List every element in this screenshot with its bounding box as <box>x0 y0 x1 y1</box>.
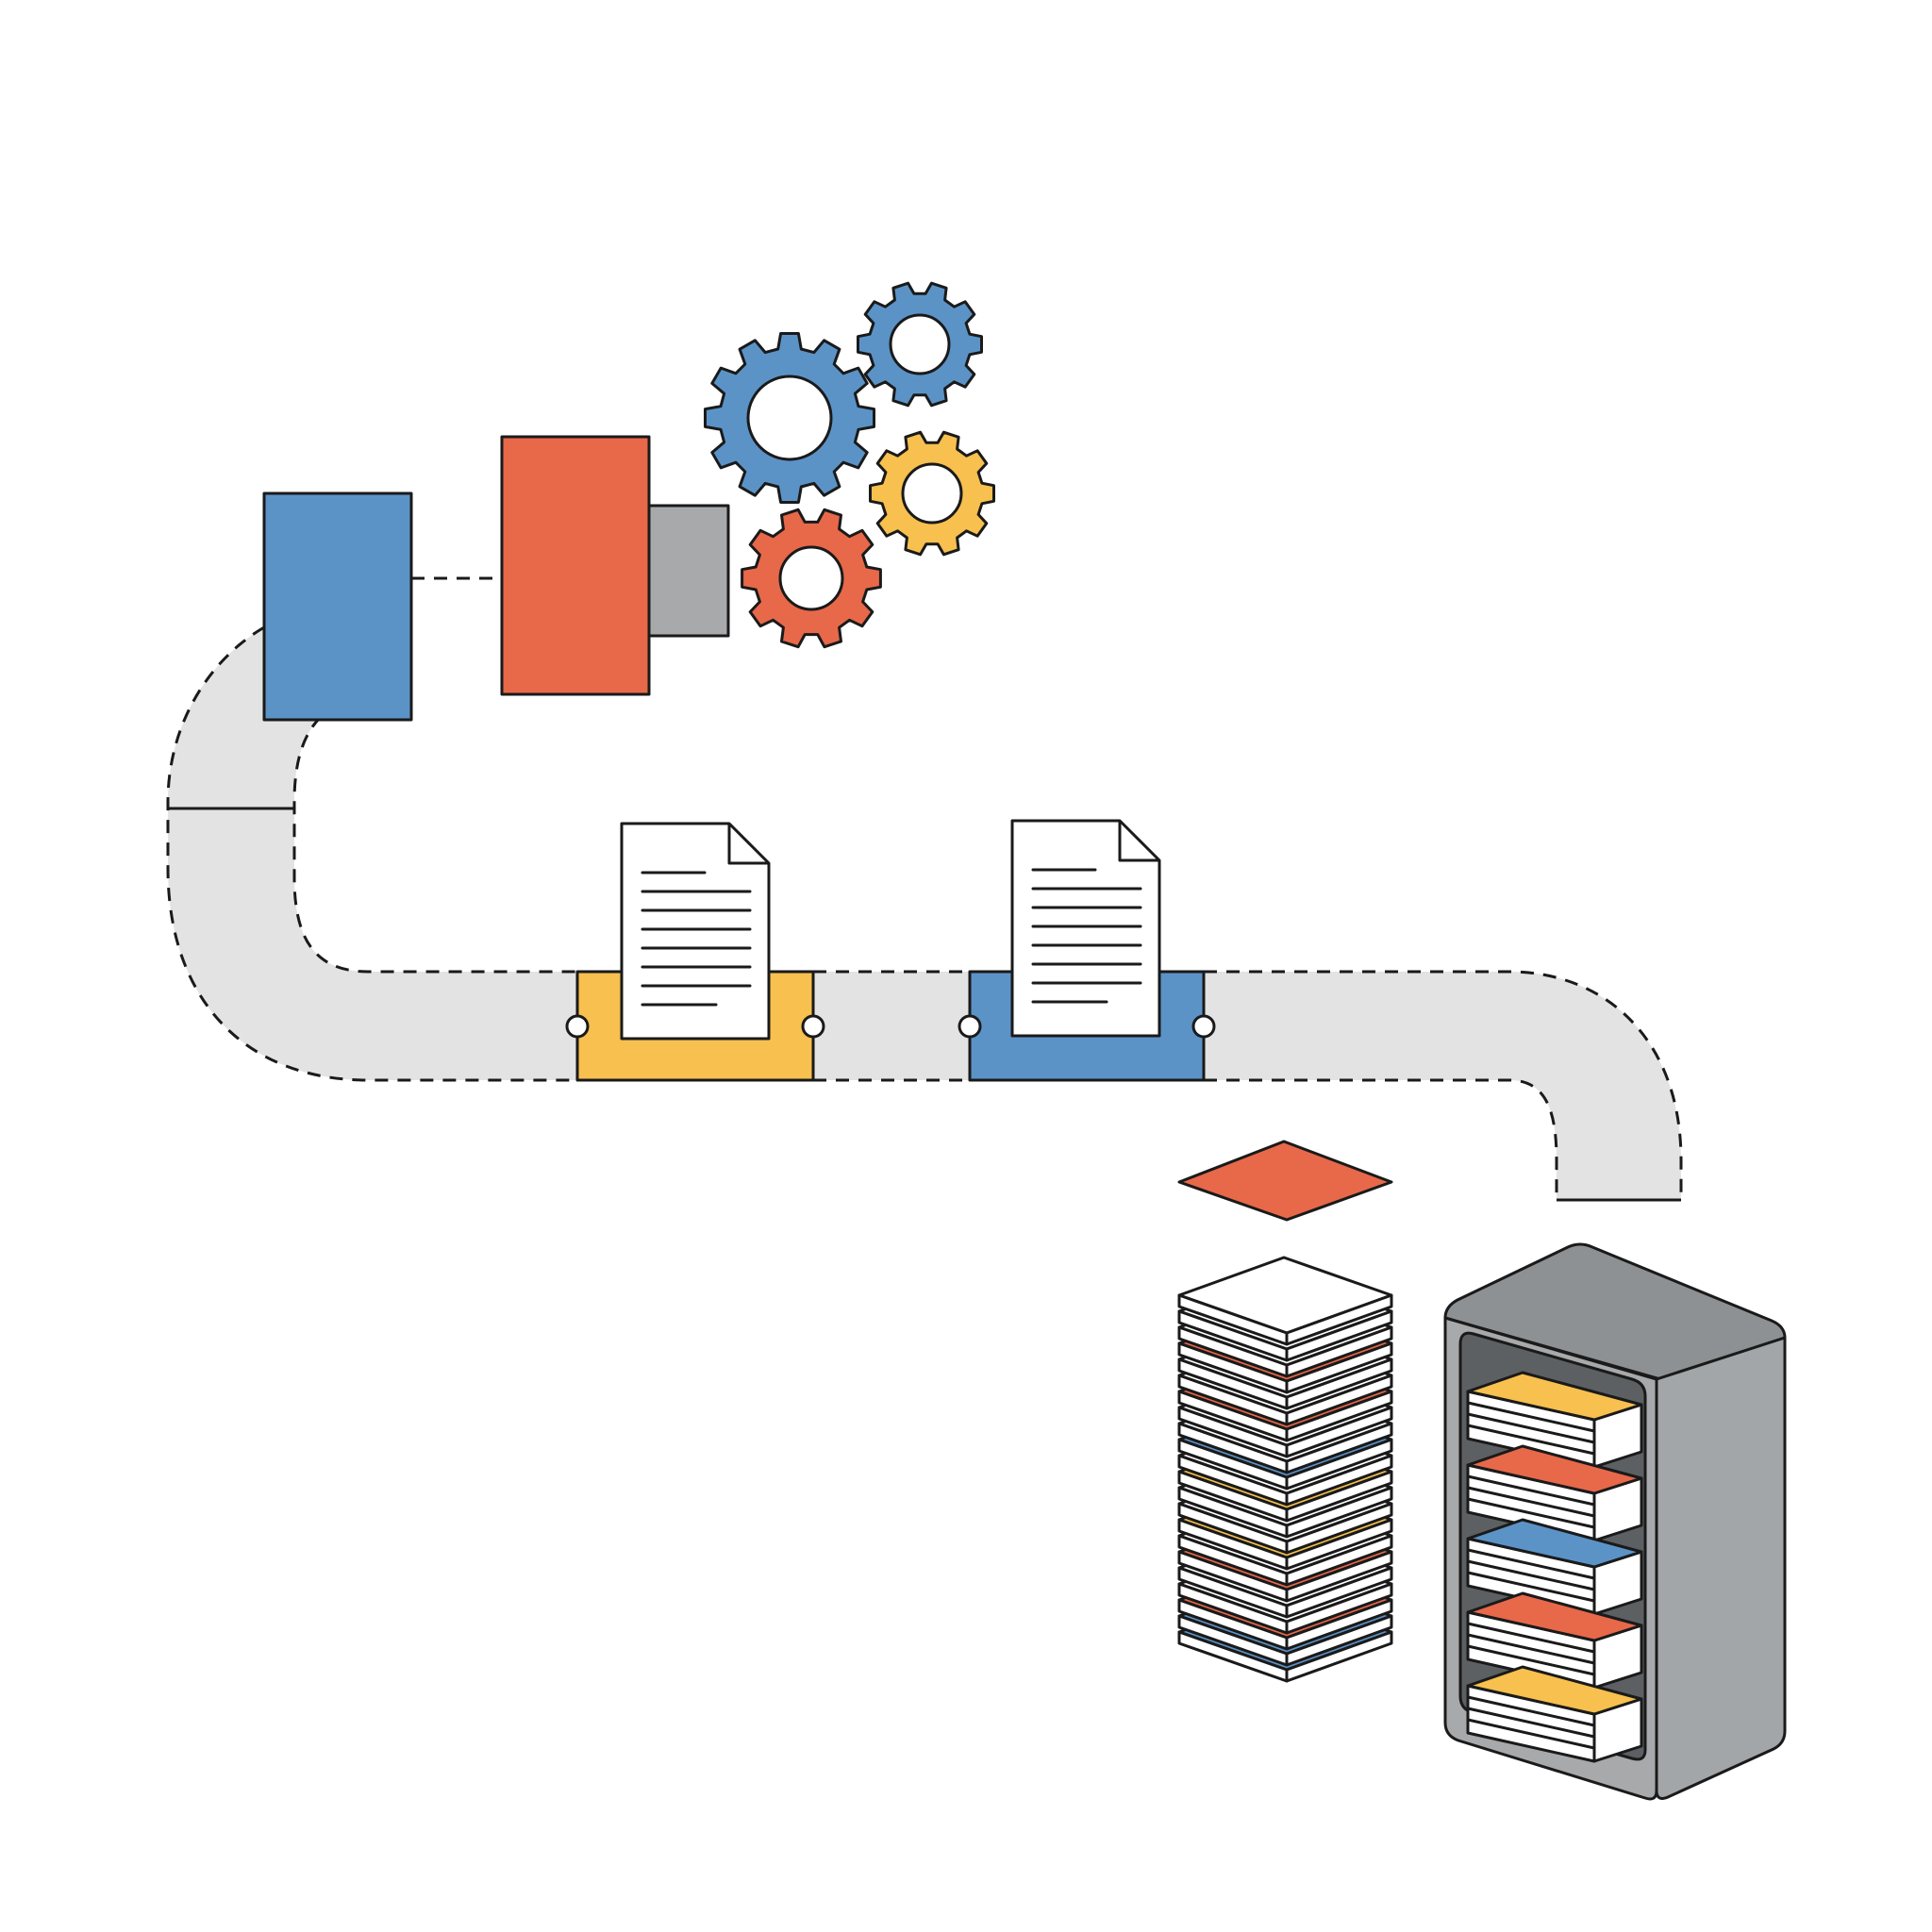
gear-icon <box>869 430 995 557</box>
shelf-paper-line <box>1467 1497 1595 1529</box>
shelf-paper-line <box>1467 1548 1595 1580</box>
station-yellow <box>565 822 825 1082</box>
stack-sheet-right-edge <box>1285 1550 1393 1603</box>
stack-sheet-right-edge <box>1285 1438 1393 1491</box>
stack-sheet-right-edge <box>1285 1293 1393 1346</box>
shelf-paper-line <box>1467 1412 1595 1444</box>
storage-cabinet-icon <box>1443 1242 1787 1801</box>
conveyor-band-fill <box>168 627 1681 1200</box>
paper-stack-icon <box>1177 1140 1393 1683</box>
stack-sheet-right-edge <box>1285 1470 1393 1523</box>
gear-icon <box>741 508 882 649</box>
stack-sheet-right-edge <box>1285 1614 1393 1667</box>
stack-sheet-right-edge <box>1285 1374 1393 1426</box>
stack-sheet-right-edge <box>1285 1630 1393 1683</box>
document-fold <box>727 824 769 865</box>
gear-icon <box>704 332 875 504</box>
shelf-paper-top <box>1466 1665 1643 1716</box>
station-bolt-right <box>801 1014 825 1039</box>
shelf-paper-line <box>1467 1695 1595 1727</box>
shelf-paper-line <box>1467 1622 1595 1654</box>
document-fold <box>1118 821 1159 862</box>
red-processing-block <box>500 435 651 696</box>
stack-sheet-right-edge <box>1285 1582 1393 1635</box>
conveyor-outer-edge <box>166 625 577 1082</box>
cabinet-shelf <box>1466 1518 1643 1616</box>
shelf-paper-line <box>1467 1707 1595 1739</box>
stack-sheet-right-edge <box>1285 1598 1393 1651</box>
cabinet-shelf <box>1466 1444 1643 1542</box>
station-bolt-left <box>565 1014 590 1039</box>
document-sheet <box>620 822 771 1041</box>
shelf-paper-line <box>1467 1401 1595 1433</box>
stack-sheet-right-edge <box>1285 1309 1393 1362</box>
grey-connector-block <box>647 504 730 638</box>
shelf-paper-line <box>1467 1559 1595 1591</box>
conveyor-right-bottom-edge <box>1204 1078 1558 1200</box>
gear-icon <box>857 281 983 408</box>
gear-hole <box>901 462 963 525</box>
stack-sheet-right-edge <box>1285 1534 1393 1587</box>
stack-sheet-right-edge <box>1285 1341 1393 1394</box>
station-blue <box>958 819 1216 1082</box>
stack-sheet-right-edge <box>1285 1390 1393 1442</box>
conveyor-right-top-edge <box>1204 970 1683 1200</box>
source-blocks <box>262 435 730 722</box>
gear-cluster <box>704 281 995 649</box>
stack-top-sheet <box>1177 1140 1393 1222</box>
cabinet-side-face <box>1655 1336 1787 1800</box>
stack-sheet-right-edge <box>1285 1486 1393 1539</box>
cabinet-shelves <box>1466 1371 1643 1763</box>
cabinet-shelf <box>1466 1665 1643 1763</box>
shelf-paper-line <box>1467 1424 1595 1456</box>
cabinet-top-face <box>1443 1242 1787 1381</box>
conveyor-inner-edge <box>292 715 577 974</box>
shelf-paper-line <box>1467 1474 1595 1507</box>
stack-sheet-right-edge <box>1285 1566 1393 1619</box>
document-icon <box>1010 819 1161 1038</box>
gear-hole <box>746 375 833 461</box>
document-sheet <box>1010 819 1161 1038</box>
stack-sheet-right-edge <box>1285 1325 1393 1378</box>
conveyor-pipe <box>166 625 1683 1202</box>
stack-sheet-right-edge <box>1285 1502 1393 1555</box>
cabinet-shelf <box>1466 1371 1643 1469</box>
shelf-paper-line <box>1467 1571 1595 1603</box>
shelf-paper-line <box>1467 1486 1595 1518</box>
blue-source-block <box>262 491 413 722</box>
stack-sheet-right-edge <box>1285 1518 1393 1571</box>
gear-hole <box>778 545 844 611</box>
document-icon <box>620 822 771 1041</box>
stack-sheet-right-edge <box>1285 1357 1393 1410</box>
station-bolt-right <box>1191 1014 1216 1039</box>
stack-sheet-right-edge <box>1285 1406 1393 1458</box>
shelf-paper-line <box>1467 1644 1595 1676</box>
stack-sheet-right-edge <box>1285 1454 1393 1507</box>
shelf-paper-top <box>1466 1591 1643 1642</box>
shelf-paper-line <box>1467 1633 1595 1665</box>
stack-sheet-right-edge <box>1285 1422 1393 1474</box>
shelf-paper-top <box>1466 1371 1643 1422</box>
shelf-paper-top <box>1466 1444 1643 1495</box>
station-bolt-left <box>958 1014 982 1039</box>
gear-hole <box>889 313 951 375</box>
shelf-paper-top <box>1466 1518 1643 1569</box>
shelf-paper-line <box>1467 1718 1595 1750</box>
